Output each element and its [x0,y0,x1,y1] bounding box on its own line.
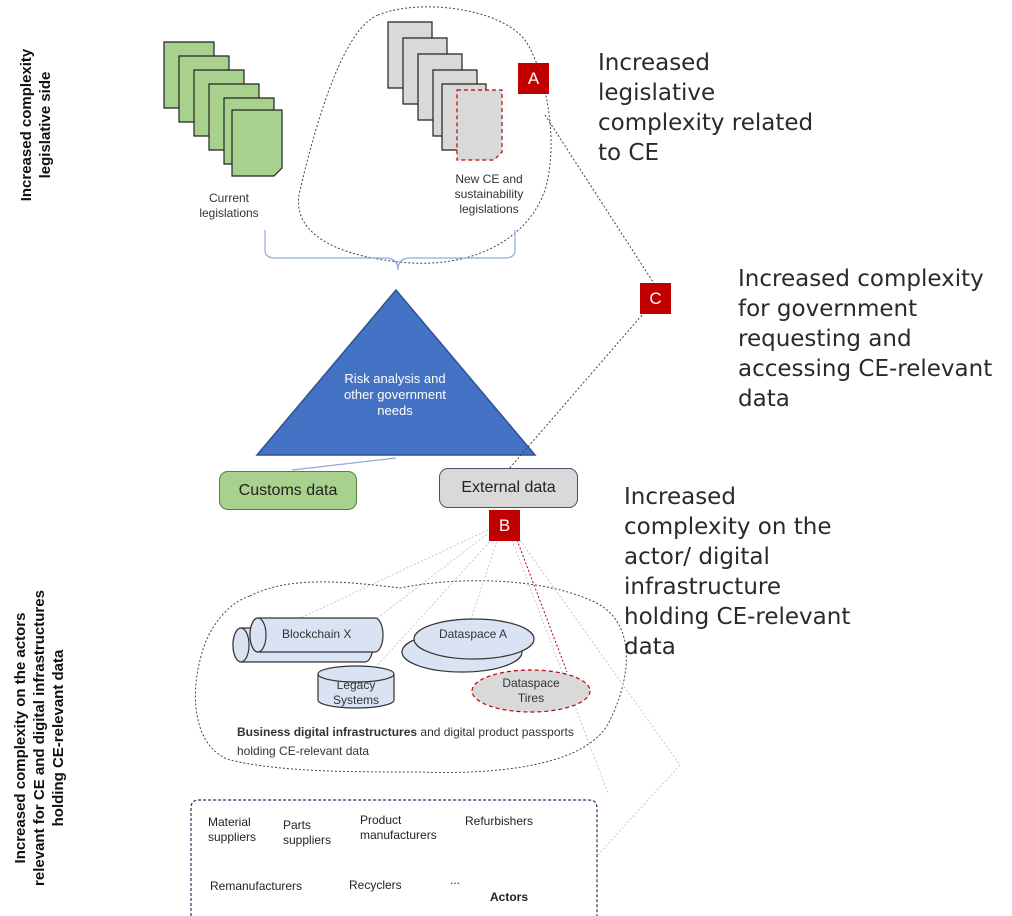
dataspace-a-label: Dataspace A [438,627,508,641]
badge-c: C [640,283,671,314]
actor-ellipsis: ... [450,873,461,887]
annotation-a: Increased legislative complexity related… [598,50,814,166]
customs-link [291,457,397,471]
actors-title: Actors [490,890,529,904]
risk-analysis-label: Risk analysis and other government needs [344,371,446,418]
actors-box [190,799,598,916]
actor-parts-suppliers: Parts suppliers [283,818,332,847]
link-a-to-c [544,114,656,286]
blockchain-label: Blockchain X [282,627,352,641]
infrastructure-caption: Business digital infrastructures and dig… [237,723,577,761]
side-label-actors-line-2: relevant for CE and digital infrastructu… [31,590,48,886]
legislation-bracket [264,230,516,271]
actor-product-manufacturers: Product manufacturers [360,813,437,842]
side-label-legislative: Increased complexity legislative side [17,35,55,215]
side-label-legislative-line-1: Increased complexity [18,48,35,202]
current-legislation-docs [163,41,283,177]
blockchain-cylinder [232,617,384,663]
infrastructure-cloud [195,580,627,773]
new-legislation-docs [387,21,487,151]
new-legislation-dashed-doc [456,89,503,161]
badge-b: B [489,510,520,541]
infrastructure-caption-rest: and digital product passports holding CE… [237,725,574,758]
annotation-b: Increased complexity on the actor/ digit… [624,484,851,660]
legacy-systems-label: Legacy Systems [332,678,379,707]
dataspace-a-shape [401,618,535,673]
side-label-actors-line-1: Increased complexity on the actors [12,612,29,864]
actor-remanufacturers: Remanufacturers [210,879,303,893]
legacy-systems-cylinder [317,665,395,709]
side-label-actors-line-3: holding CE-relevant data [50,649,67,827]
actor-recyclers: Recyclers [349,878,402,892]
external-data-box: External data [439,468,578,508]
dataspace-tires-shape [471,669,591,713]
risk-analysis-triangle [255,288,537,456]
infrastructure-caption-bold: Business digital infrastructures [237,725,418,739]
dataspace-tires-label: Dataspace Tires [502,676,560,705]
link-c-to-external [507,299,656,471]
customs-data-box: Customs data [219,471,357,510]
b-link-red [516,539,568,673]
new-legislations-label: New CE and sustainability legislations [454,172,524,216]
current-legislations-label: Current legislations [199,191,259,220]
badge-a: A [518,63,549,94]
annotation-c: Increased complexity for government requ… [738,266,993,412]
actor-material-suppliers: Material suppliers [208,815,257,844]
side-label-actors: Increased complexity on the actors relev… [11,568,68,908]
actor-refurbishers: Refurbishers [465,814,534,828]
side-label-legislative-line-2: legislative side [37,71,54,179]
b-links [274,529,681,856]
